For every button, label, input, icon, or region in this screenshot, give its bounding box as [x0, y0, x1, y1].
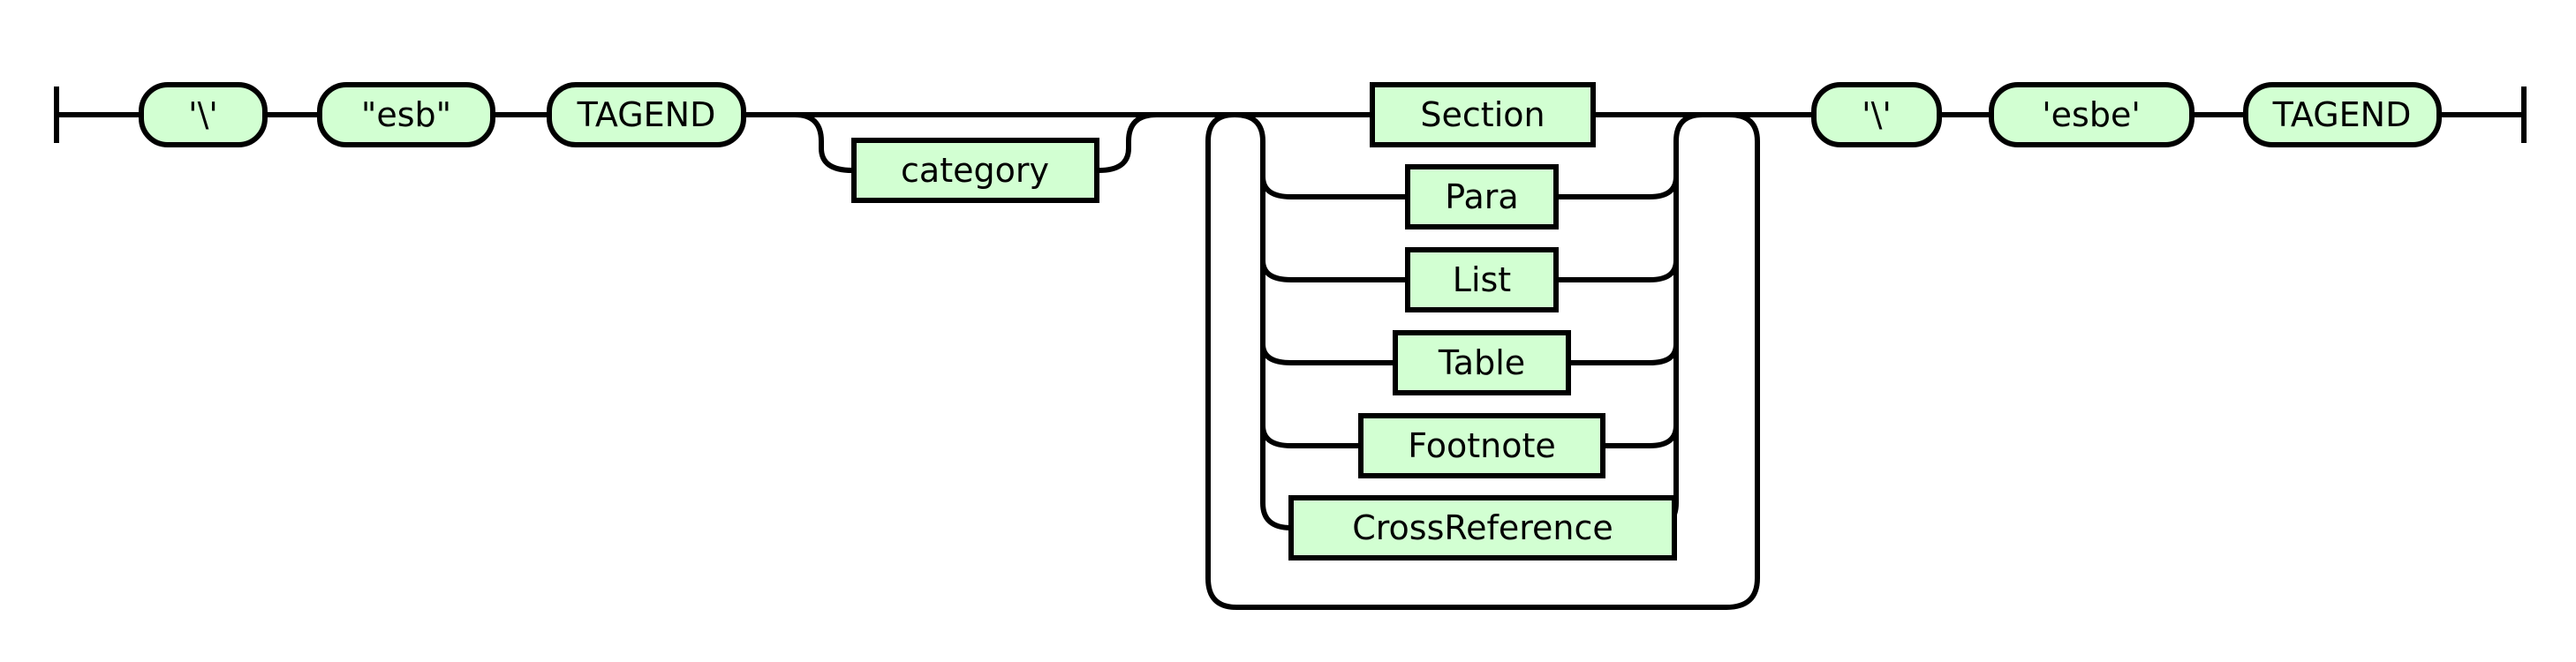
choice-group: Section Para List Table Footnote CrossRe…	[1288, 82, 1677, 560]
terminal-tagend-end: TAGEND	[2243, 82, 2442, 147]
trailing-terminals: '\' 'esbe' TAGEND	[1811, 82, 2442, 147]
nonterminal-box	[1393, 330, 1571, 395]
nonterminal-table: Table	[1393, 330, 1571, 395]
nonterminal-para: Para	[1405, 164, 1559, 229]
nonterminal-box	[851, 138, 1099, 203]
nonterminal-box	[1405, 164, 1559, 229]
terminal-box	[317, 82, 495, 147]
nonterminal-list: List	[1405, 247, 1559, 312]
terminal-esbe: 'esbe'	[1989, 82, 2195, 147]
nonterminal-label: category	[901, 151, 1049, 190]
terminal-box	[1989, 82, 2195, 147]
nonterminal-label: Section	[1420, 95, 1545, 134]
terminal-label: "esb"	[361, 95, 451, 134]
terminal-box	[547, 82, 746, 147]
nonterminal-section: Section	[1370, 82, 1596, 147]
nonterminal-box	[1358, 413, 1605, 478]
nonterminal-crossreference: CrossReference	[1288, 495, 1677, 560]
nonterminal-label: Footnote	[1408, 426, 1556, 465]
connector-lines	[54, 87, 2527, 610]
terminal-box	[139, 82, 268, 147]
choice-left-rail	[1234, 112, 1408, 530]
terminal-box	[2243, 82, 2442, 147]
repeat-loop	[1205, 112, 1760, 610]
nonterminal-box	[1288, 495, 1677, 560]
terminal-backslash-start: '\'	[139, 82, 268, 147]
terminal-label: '\'	[188, 95, 218, 134]
terminal-tagend-start: TAGEND	[547, 82, 746, 147]
nonterminal-box	[1370, 82, 1596, 147]
terminal-label: TAGEND	[577, 95, 716, 134]
nonterminal-label: CrossReference	[1352, 508, 1613, 547]
nonterminal-label: Para	[1445, 177, 1518, 216]
terminal-label: '\'	[1862, 95, 1892, 134]
optional-branch	[794, 112, 1158, 173]
nonterminal-label: List	[1453, 260, 1511, 299]
choice-right-rail	[1556, 112, 1703, 530]
nonterminal-category: category	[851, 138, 1099, 203]
terminal-esb: "esb"	[317, 82, 495, 147]
terminal-backslash-end: '\'	[1811, 82, 1942, 147]
terminal-box	[1811, 82, 1942, 147]
nonterminal-footnote: Footnote	[1358, 413, 1605, 478]
terminal-label: TAGEND	[2272, 95, 2412, 134]
leading-terminals: '\' "esb" TAGEND	[139, 82, 746, 147]
nonterminal-label: Table	[1438, 343, 1525, 382]
terminal-label: 'esbe'	[2042, 95, 2141, 134]
nonterminal-box	[1405, 247, 1559, 312]
